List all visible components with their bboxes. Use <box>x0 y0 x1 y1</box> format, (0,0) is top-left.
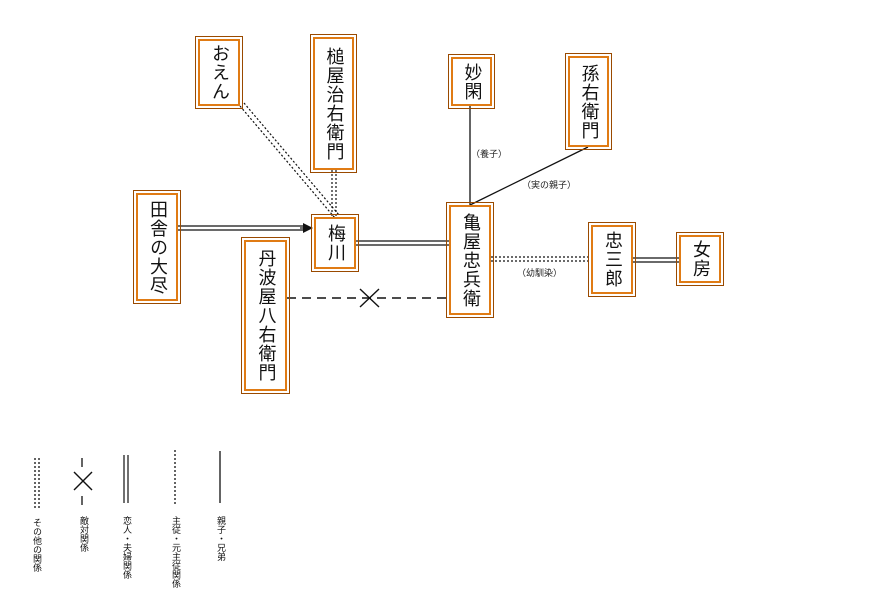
node-chuzaburo-label: 忠三郎 <box>602 231 623 288</box>
legend-hostile: 敵対関係 <box>78 516 88 552</box>
line-magoemon-chubei <box>469 146 589 206</box>
node-nyobo[interactable]: 女房 <box>676 232 724 286</box>
line-chuzaburo-nyobo <box>633 257 679 263</box>
node-oen-label: おえん <box>209 44 230 101</box>
legend-master: 主従・元主従関係 <box>170 516 180 588</box>
line-tanbaya-chubei <box>287 288 449 308</box>
node-umegawa[interactable]: 梅川 <box>311 214 359 272</box>
label-birth-father: （実の親子） <box>522 181 577 191</box>
node-inaka-label: 田舎の大尽 <box>147 199 168 295</box>
line-chubei-chuzaburo <box>491 256 591 262</box>
node-oen[interactable]: おえん <box>195 36 243 109</box>
node-magoemon[interactable]: 孫右衛門 <box>565 53 612 150</box>
node-magoemon-label: 孫右衛門 <box>578 63 600 140</box>
node-chuzaburo[interactable]: 忠三郎 <box>588 222 636 297</box>
node-chubei[interactable]: 亀屋忠兵衛 <box>446 202 494 318</box>
node-myokan[interactable]: 妙閑 <box>448 54 495 109</box>
line-inaka-umegawa <box>178 223 313 233</box>
legend-sample-other <box>34 458 40 510</box>
line-oen-umegawa <box>239 102 340 219</box>
node-chubei-label: 亀屋忠兵衛 <box>460 212 481 308</box>
label-adopted: （養子） <box>471 150 508 160</box>
line-umegawa-chubei <box>356 240 449 246</box>
legend-other: その他の関係 <box>31 518 41 572</box>
node-tsuchiya[interactable]: 槌屋治右衛門 <box>310 34 357 173</box>
label-childhood-friend: （幼馴染） <box>517 269 563 279</box>
node-inaka[interactable]: 田舎の大尽 <box>133 190 181 304</box>
node-tanbaya-label: 丹波屋八右衛門 <box>255 249 277 382</box>
legend-lovers: 恋人・夫婦関係 <box>121 516 131 579</box>
node-tsuchiya-label: 槌屋治右衛門 <box>323 46 345 161</box>
node-tanbaya[interactable]: 丹波屋八右衛門 <box>241 237 290 394</box>
node-nyobo-label: 女房 <box>690 240 711 278</box>
legend-sample-lovers <box>123 455 129 503</box>
legend-sample-hostile <box>73 458 93 505</box>
node-myokan-label: 妙閑 <box>461 62 483 101</box>
node-umegawa-label: 梅川 <box>325 224 346 262</box>
legend-family: 親子・兄弟 <box>215 516 225 561</box>
